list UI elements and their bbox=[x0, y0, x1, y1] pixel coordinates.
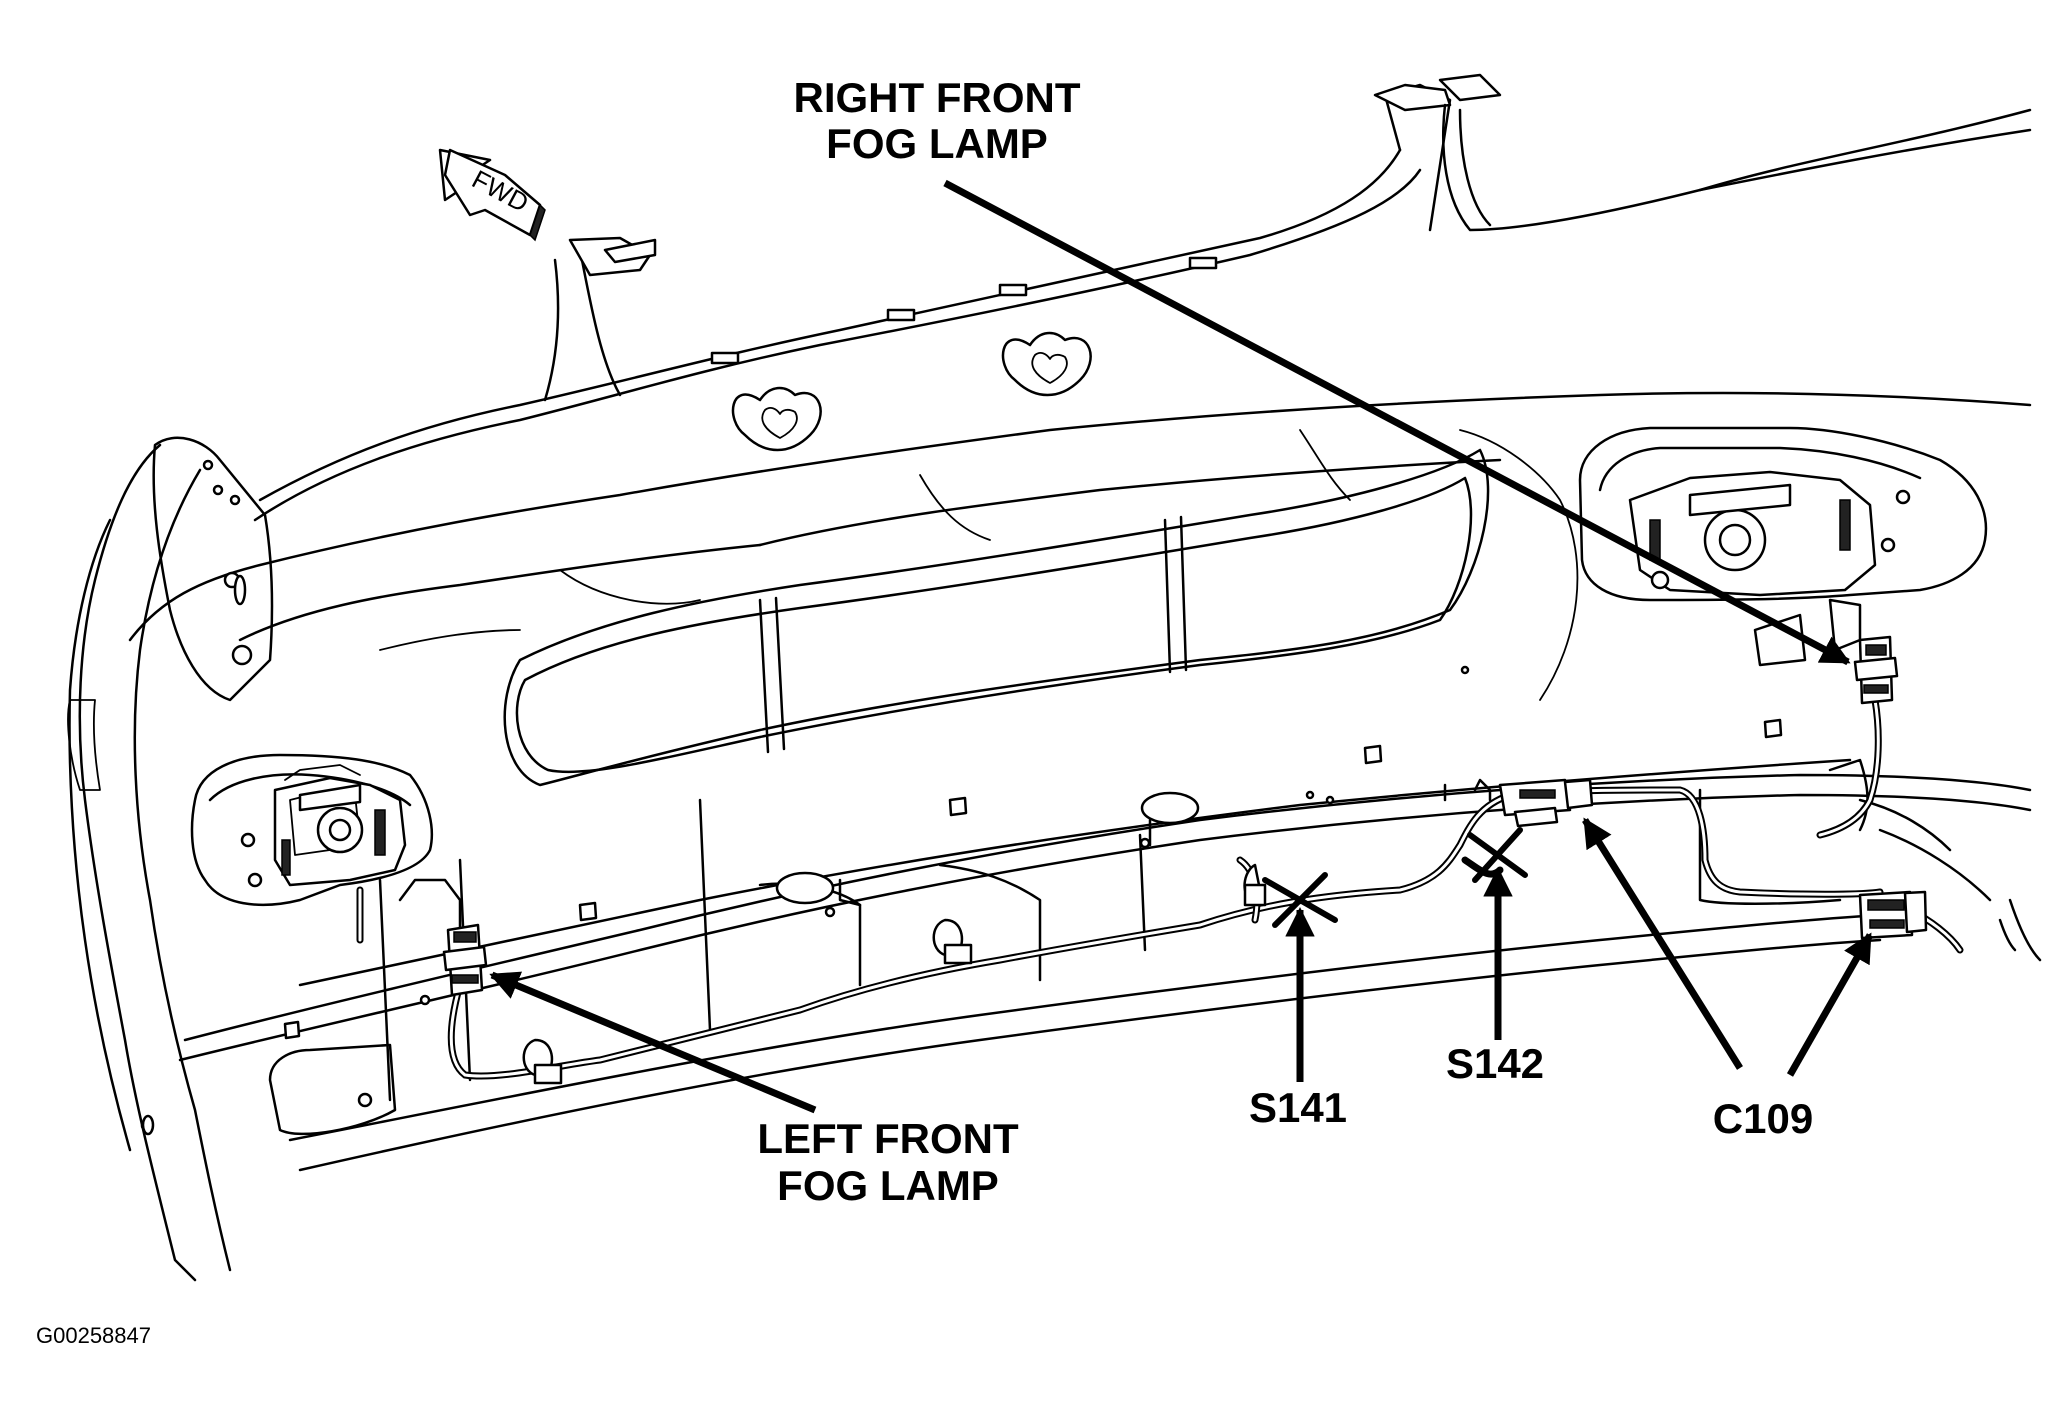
right-fog-lamp-body bbox=[1628, 470, 1877, 597]
inline-connector bbox=[1498, 778, 1594, 828]
s142-label: S142 bbox=[1446, 1040, 1544, 1087]
right-front-fog-lamp-label-line2: FOG LAMP bbox=[826, 120, 1048, 167]
figure-code: G00258847 bbox=[36, 1323, 151, 1348]
right-front-fog-lamp-label-line1: RIGHT FRONT bbox=[794, 74, 1081, 121]
left-fog-lamp-leader bbox=[489, 971, 817, 1114]
c109-label: C109 bbox=[1713, 1095, 1813, 1142]
fog-lamp-wiring-harness bbox=[356, 635, 1964, 1085]
right-fog-lamp-leader bbox=[943, 179, 1851, 666]
c109-connector bbox=[1858, 890, 1928, 940]
forward-arrow: FWD bbox=[438, 148, 546, 242]
s141-label: S141 bbox=[1249, 1084, 1347, 1131]
c109-leader-to-inline bbox=[1582, 817, 1743, 1070]
leader-arrows bbox=[489, 179, 1874, 1114]
splice-s141-marker bbox=[1262, 872, 1338, 928]
left-fog-lamp-connector bbox=[442, 923, 488, 997]
left-front-fog-lamp-label-line1: LEFT FRONT bbox=[757, 1115, 1019, 1162]
c109-leader-to-connector bbox=[1786, 932, 1874, 1077]
splice-s142-marker bbox=[1467, 827, 1528, 883]
right-fog-lamp-connector bbox=[1853, 635, 1899, 705]
left-front-fog-lamp-label-line2: FOG LAMP bbox=[777, 1162, 999, 1209]
left-fog-lamp-body bbox=[273, 764, 407, 887]
